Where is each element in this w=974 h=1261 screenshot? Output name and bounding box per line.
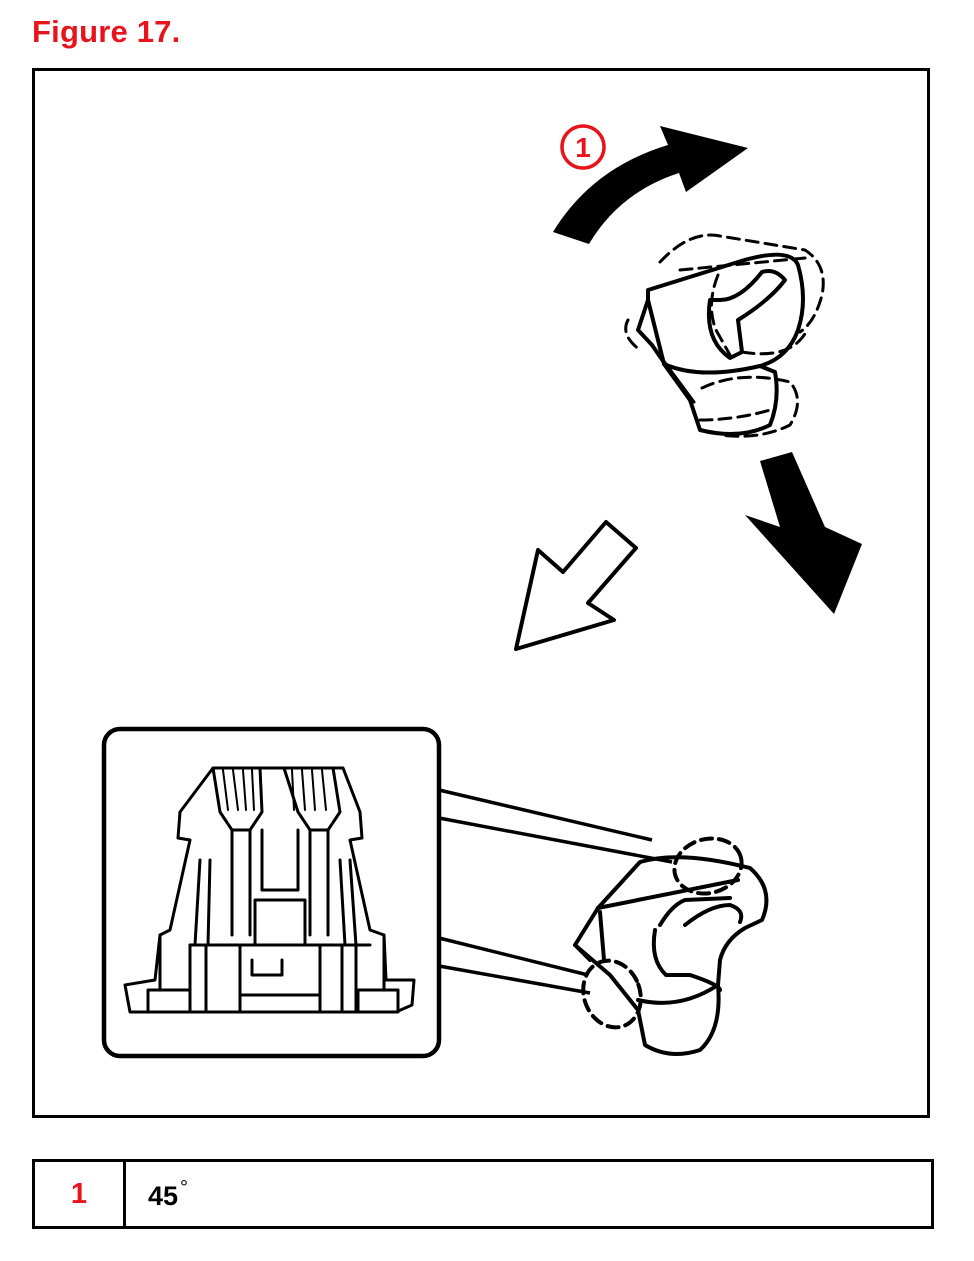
legend-number: 1: [32, 1159, 126, 1229]
legend-description: 45°: [123, 1159, 934, 1229]
callout-1: 1: [560, 124, 606, 170]
figure-title: Figure 17.: [32, 14, 181, 49]
solid-push-arrow-icon: [745, 452, 862, 614]
legend-value: 45: [148, 1180, 179, 1211]
connector-rotated-illustration: [624, 233, 825, 438]
outline-pull-arrow-icon: [514, 520, 638, 651]
inset-leader-lines: [438, 788, 673, 995]
connector-installed-illustration: [573, 836, 769, 1056]
legend-table: 1 45°: [32, 1159, 934, 1229]
degree-symbol: °: [180, 1176, 189, 1199]
legend-row: 1 45°: [32, 1159, 934, 1229]
callout-1-label: 1: [575, 132, 591, 163]
curved-rotate-arrow-icon: [553, 126, 748, 244]
detail-inset: [101, 726, 442, 1059]
